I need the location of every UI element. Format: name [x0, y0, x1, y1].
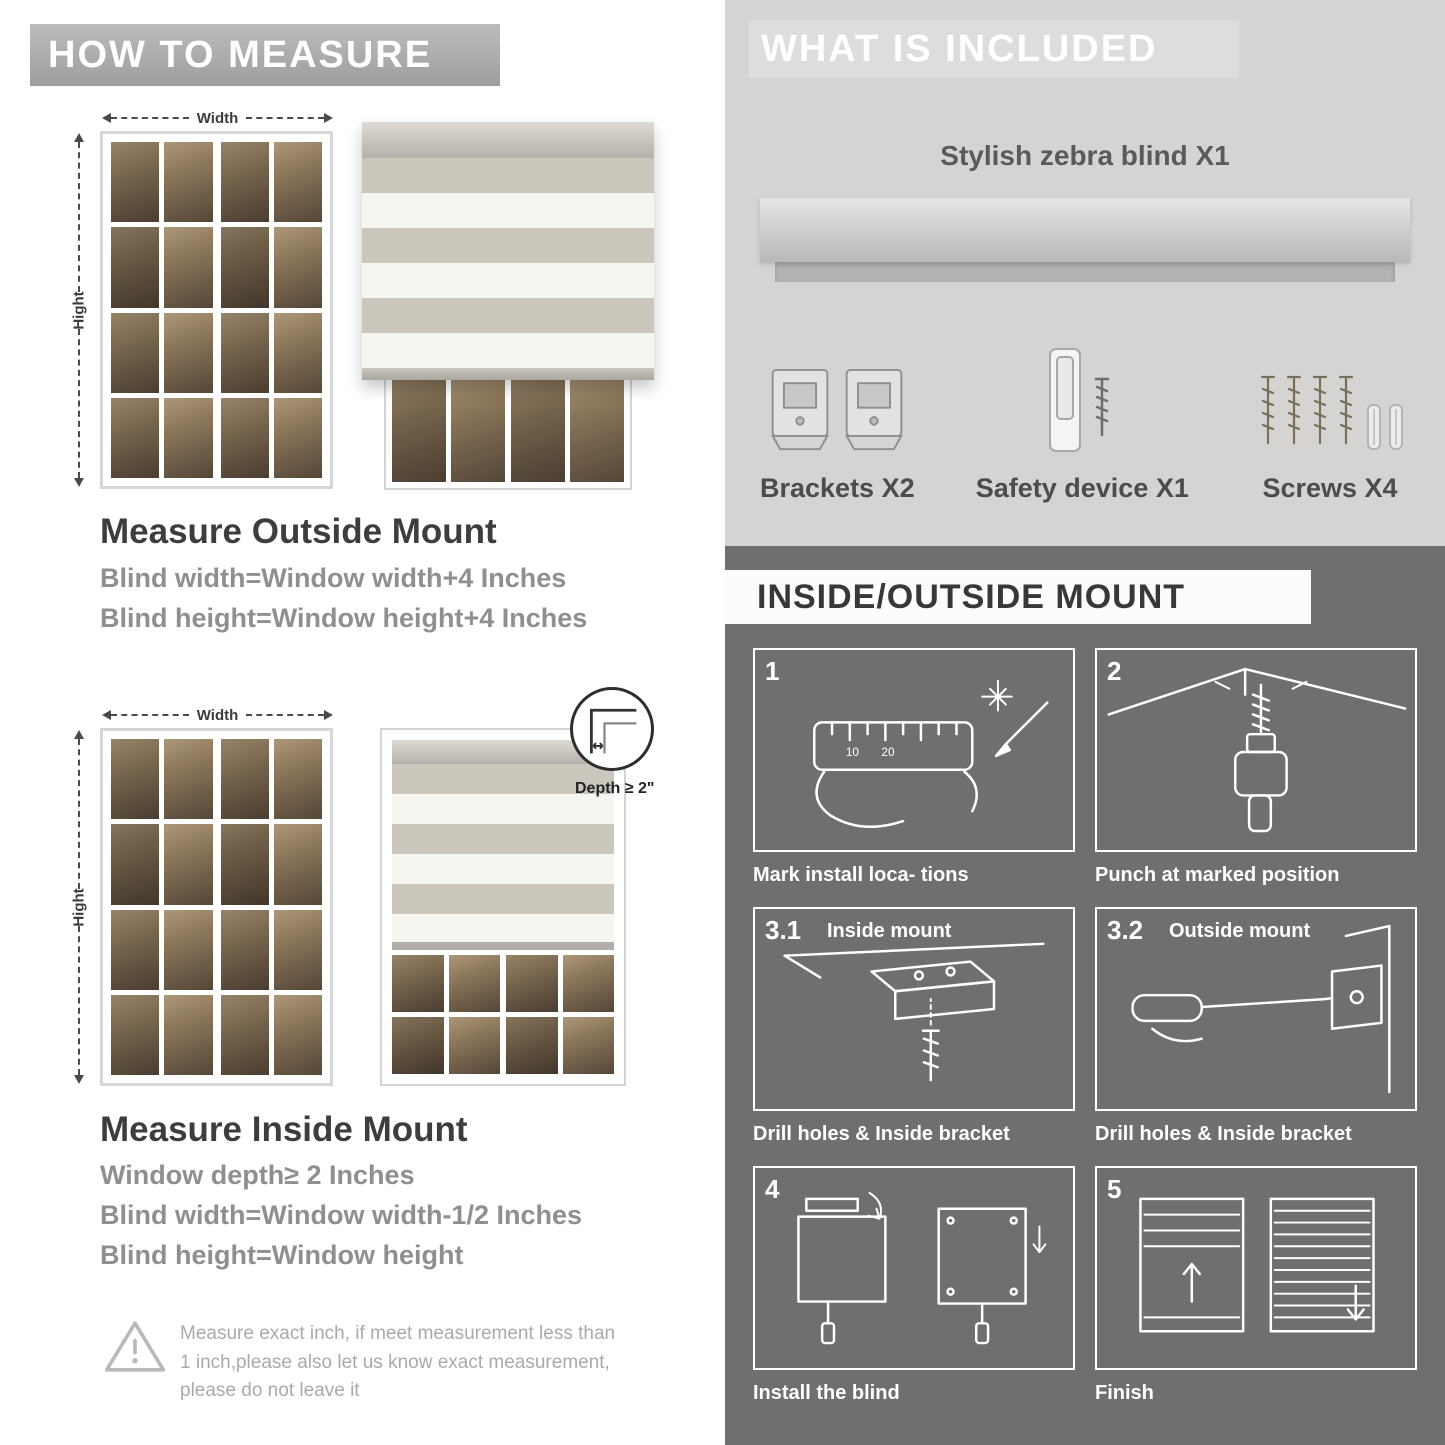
- inside-mount-title: Measure Inside Mount: [100, 1110, 468, 1149]
- included-item-safety-device: Safety device X1: [976, 322, 1189, 504]
- blind-headrail-lip: [775, 262, 1395, 282]
- mark-location-illustration: 10 20: [813, 679, 1049, 828]
- blind-bottomrail: [362, 368, 654, 380]
- what-is-included-panel: WHAT IS INCLUDED Stylish zebra blind X1: [725, 0, 1445, 546]
- included-item-screws: Screws X4: [1250, 322, 1410, 504]
- step-inline-title: Outside mount: [1169, 920, 1311, 942]
- blind-product-label: Stylish zebra blind X1: [940, 140, 1230, 171]
- zebra-blind: [362, 122, 654, 380]
- outside-bracket-illustration: [1131, 924, 1391, 1094]
- step-3-1-caption: Drill holes & Inside bracket: [753, 1123, 1010, 1145]
- height-label: Hight: [70, 290, 88, 330]
- finish-illustration: [1139, 1197, 1375, 1333]
- width-label: Width: [196, 706, 239, 724]
- blind-stripes: [392, 764, 614, 942]
- safety-device-label: Safety device X1: [975, 473, 1189, 503]
- step-3-1: 3.1 Inside mount: [753, 907, 1075, 1146]
- included-items-row: Brackets X2: [760, 322, 1410, 504]
- window-sash-left: [111, 142, 213, 478]
- blind-headrail: [362, 122, 654, 158]
- inside-mount-line-3: Blind height=Window height: [100, 1240, 464, 1270]
- inside-bracket-illustration: [783, 942, 1045, 1082]
- step-2: 2 Punch at mar: [1095, 648, 1417, 887]
- step-5-box: 5: [1095, 1166, 1417, 1370]
- step-2-caption: Punch at marked position: [1095, 864, 1340, 886]
- arrow-right-icon: [324, 710, 334, 720]
- step-5-caption: Finish: [1095, 1382, 1154, 1404]
- step-1-box: 1 10 20: [753, 648, 1075, 852]
- included-item-brackets: Brackets X2: [760, 322, 915, 504]
- step-4-box: 4: [753, 1166, 1075, 1370]
- height-dimension-arrow: Hight: [70, 133, 88, 487]
- step-number: 5: [1107, 1174, 1122, 1204]
- inside-mount-line-1: Window depth≥ 2 Inches: [100, 1160, 415, 1190]
- blind-headrail-illustration: [760, 198, 1410, 262]
- step-inline-title: Inside mount: [827, 920, 952, 942]
- step-number: 3.2: [1107, 915, 1144, 945]
- outside-mount-blind-illustration: [362, 122, 654, 490]
- warning-triangle-icon: [104, 1321, 166, 1372]
- what-is-included-header: WHAT IS INCLUDED: [749, 20, 1239, 78]
- blind-stripes: [362, 158, 654, 368]
- arrow-up-icon: [74, 730, 84, 739]
- window-below-blind: [392, 950, 614, 1074]
- step-1-caption: Mark install loca- tions: [753, 864, 969, 886]
- safety-device-icon: [1049, 348, 1110, 452]
- outside-mount-title: Measure Outside Mount: [100, 512, 497, 551]
- step-number: 4: [765, 1174, 780, 1204]
- outside-mount-line-2: Blind height=Window height+4 Inches: [100, 603, 588, 633]
- svg-text:20: 20: [881, 745, 895, 759]
- arrow-up-icon: [74, 133, 84, 142]
- step-4-caption: Install the blind: [753, 1382, 900, 1404]
- arrow-right-icon: [324, 113, 334, 123]
- depth-label: Depth ≥ 2": [575, 780, 655, 797]
- step-4: 4: [753, 1166, 1075, 1405]
- step-number: 3.1: [765, 915, 802, 945]
- window-corner-depth-icon: [589, 708, 637, 754]
- window-illustration-outside: [100, 131, 333, 489]
- step-1: 1 10 20: [753, 648, 1075, 887]
- width-dimension-arrow: Width: [102, 109, 334, 127]
- window-sash-right: [220, 142, 322, 478]
- blind-bottomrail: [392, 942, 614, 950]
- outside-mount-line-1: Blind width=Window width+4 Inches: [100, 563, 567, 593]
- arrow-down-icon: [74, 1075, 84, 1084]
- height-dimension-arrow-2: Hight: [70, 730, 88, 1084]
- depth-zoom-circle: [570, 687, 654, 771]
- drill-illustration: [1107, 667, 1407, 833]
- bracket-icon: [771, 369, 830, 451]
- step-3-2-box: 3.2 Outside mount: [1095, 907, 1417, 1111]
- width-dimension-arrow-2: Width: [102, 706, 334, 724]
- measure-note: Measure exact inch, if meet measurement …: [180, 1323, 616, 1401]
- step-5: 5 Finish: [1095, 1166, 1417, 1405]
- mount-header: INSIDE/OUTSIDE MOUNT: [725, 570, 1311, 624]
- screws-label: Screws X4: [1262, 473, 1398, 503]
- width-label: Width: [196, 109, 239, 127]
- step-number: 1: [765, 656, 780, 686]
- step-3-1-box: 3.1 Inside mount: [753, 907, 1075, 1111]
- arrow-left-icon: [102, 710, 111, 720]
- arrow-left-icon: [102, 113, 111, 123]
- inside-mount-blind-illustration: [380, 728, 626, 1086]
- step-2-box: 2: [1095, 648, 1417, 852]
- how-to-measure-header: HOW TO MEASURE: [30, 24, 500, 86]
- window-illustration-inside: [100, 728, 333, 1086]
- window-below-blind: [384, 358, 632, 490]
- mount-instructions-panel: INSIDE/OUTSIDE MOUNT 1: [725, 546, 1445, 1445]
- install-blind-illustration: [797, 1191, 1047, 1345]
- arrow-down-icon: [74, 478, 84, 487]
- brackets-label: Brackets X2: [760, 473, 915, 503]
- mount-steps-grid: 1 10 20: [753, 648, 1417, 1405]
- screws-icon: [1260, 375, 1403, 450]
- svg-text:10: 10: [846, 745, 860, 759]
- step-3-2: 3.2 Outside mount: [1095, 907, 1417, 1146]
- step-number: 2: [1107, 656, 1122, 686]
- height-label: Hight: [70, 887, 88, 927]
- inside-mount-line-2: Blind width=Window width-1/2 Inches: [100, 1200, 583, 1230]
- bracket-icon: [845, 369, 904, 451]
- step-3-2-caption: Drill holes & Inside bracket: [1095, 1123, 1352, 1145]
